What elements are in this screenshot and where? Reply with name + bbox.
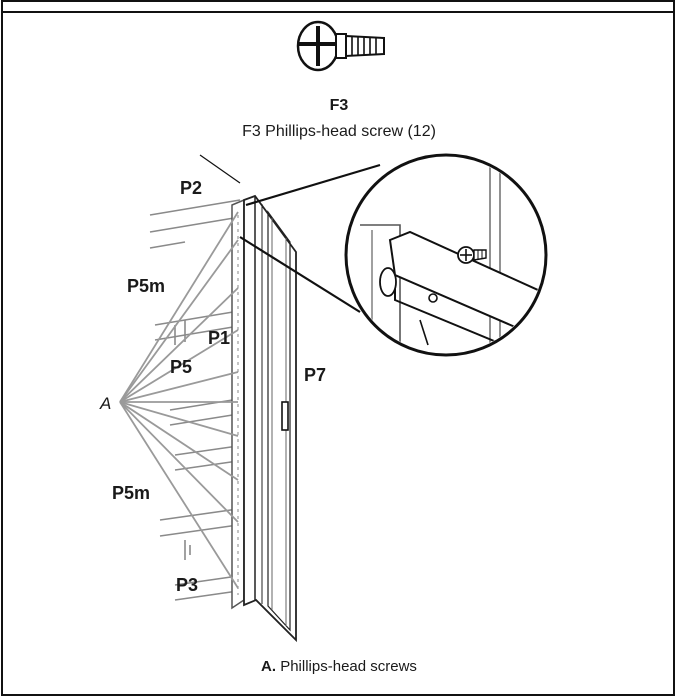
part-label-p5m-bottom: P5m xyxy=(112,483,151,503)
part-label-p2: P2 xyxy=(180,178,203,198)
caption-text: Phillips-head screws xyxy=(276,658,417,675)
part-label-p5m-top: P5m xyxy=(127,276,166,296)
cabinet-shelves xyxy=(149,199,246,601)
door-p7 xyxy=(243,194,297,643)
hardware-code: F3 xyxy=(329,97,349,114)
part-label-p1: P1 xyxy=(208,328,231,348)
callout-letter-a: A xyxy=(100,394,112,413)
detail-zoom-circle xyxy=(344,153,548,357)
top-border-bar xyxy=(1,0,675,13)
hardware-description: F3 Phillips-head screw (12) xyxy=(242,123,436,140)
figure-caption: A. Phillips-head screws xyxy=(0,658,678,675)
zoom-leader-lines xyxy=(199,154,381,313)
part-label-p7: P7 xyxy=(304,365,327,385)
detail-screw-icon xyxy=(457,246,487,264)
part-label-p3: P3 xyxy=(176,575,199,595)
caption-letter: A. xyxy=(261,658,277,675)
side-panel-p1 xyxy=(231,198,245,610)
phillips-screw-icon xyxy=(296,20,385,72)
screw-guide-lines xyxy=(119,211,239,589)
part-label-p5: P5 xyxy=(170,357,193,377)
